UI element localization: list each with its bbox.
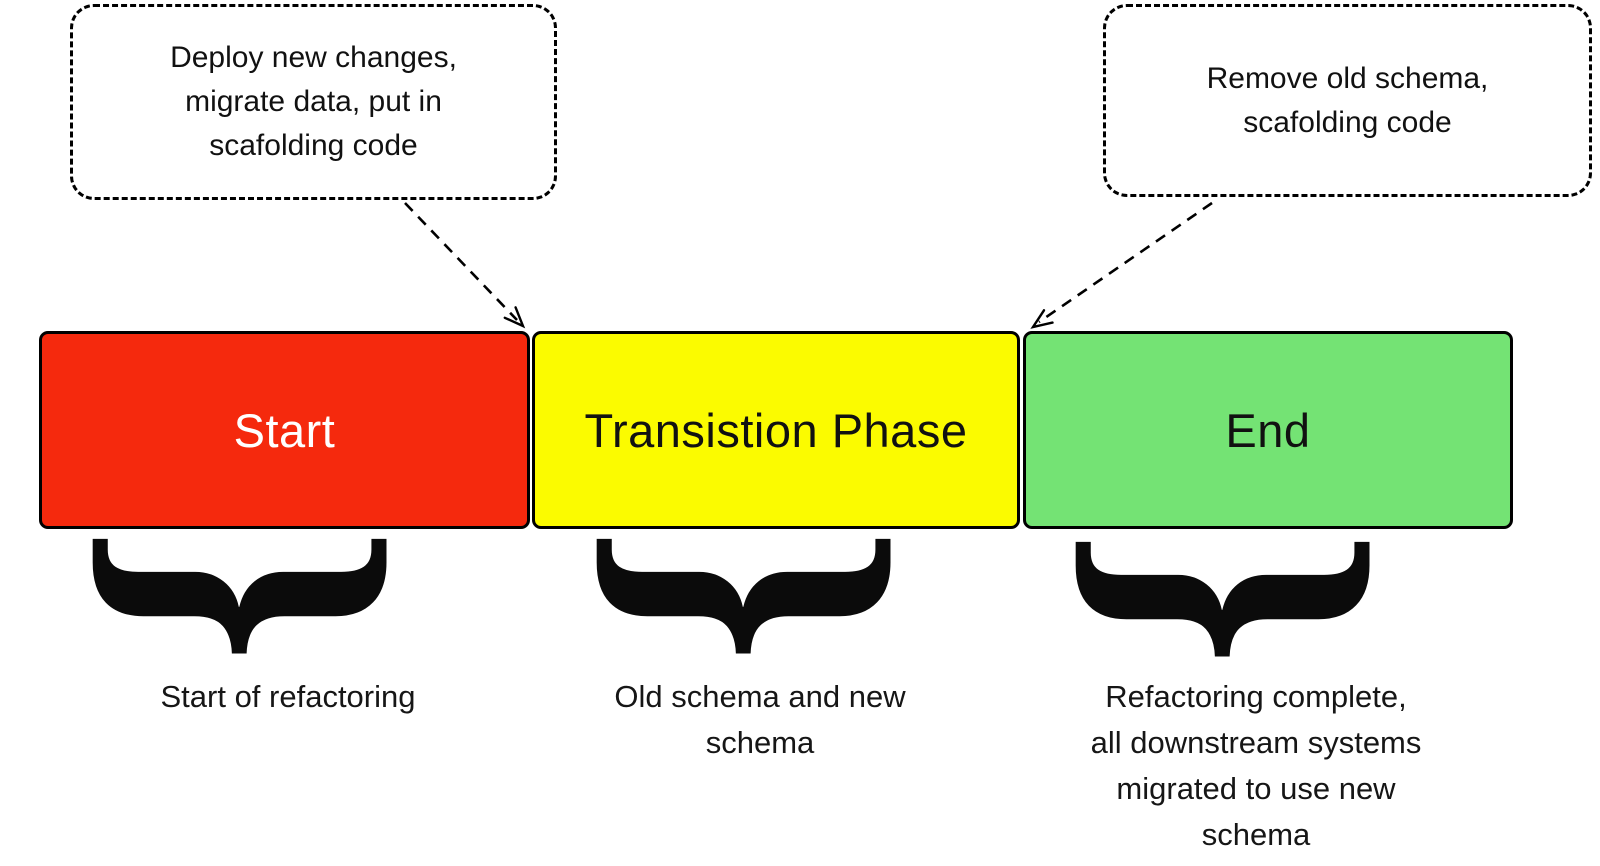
curly-brace-start: { [23,525,416,665]
arrowhead-left [503,306,526,329]
arrowhead-right [1030,309,1054,329]
curly-brace-glyph: { [23,525,416,665]
caption-transition: Old schema and new schema [614,679,906,760]
phase-end-box: End [1023,331,1513,529]
dashed-arrow-right [1030,201,1213,329]
curly-brace-glyph: { [1006,528,1399,668]
callout-deploy-changes: Deploy new changes, migrate data, put in… [70,4,557,200]
curly-brace-glyph: { [527,525,920,665]
phase-transition-label: Transistion Phase [584,403,968,457]
caption-end: Refactoring complete, all downstream sys… [1090,679,1422,852]
callout-remove-schema: Remove old schema, scafolding code [1103,4,1592,197]
curly-brace-transition: { [527,525,920,665]
dashed-arrow-left [404,202,526,329]
phase-start-label: Start [233,403,336,457]
phase-start-box: Start [39,331,530,529]
phase-transition-box: Transistion Phase [532,331,1020,529]
caption-start: Start of refactoring [160,679,416,714]
phase-end-label: End [1225,403,1311,457]
callout-deploy-text: Deploy new changes, migrate data, put in… [170,41,457,162]
callout-remove-text: Remove old schema, scafolding code [1206,61,1489,139]
curly-brace-end: { [1006,528,1399,668]
